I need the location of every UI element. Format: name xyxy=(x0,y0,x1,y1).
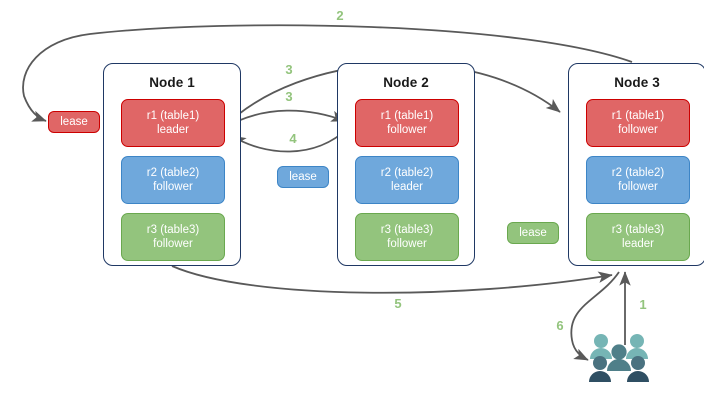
replica-label-line2: follower xyxy=(618,124,658,136)
lease-badge-r3[interactable]: lease xyxy=(507,222,559,244)
replica-label-line1: r3 (table3) xyxy=(380,224,434,236)
replica-label-line2: leader xyxy=(622,238,654,250)
replica-label-line1: r2 (table2) xyxy=(146,167,200,179)
replica-node2-r2[interactable]: r2 (table2) leader xyxy=(355,156,459,204)
step-label-3-lower: 3 xyxy=(285,89,293,104)
node-container-2: Node 2 r1 (table1) follower r2 (table2) … xyxy=(337,63,475,266)
replica-label-line1: r2 (table2) xyxy=(611,167,665,179)
replica-node1-r2[interactable]: r2 (table2) follower xyxy=(121,156,225,204)
users-group-icon xyxy=(589,334,649,382)
node-title-3: Node 3 xyxy=(614,75,660,90)
step-label-6: 6 xyxy=(556,318,564,333)
step-label-3-upper: 3 xyxy=(285,62,293,77)
step-label-4: 4 xyxy=(289,131,297,146)
replica-node2-r3[interactable]: r3 (table3) follower xyxy=(355,213,459,261)
node-title-1: Node 1 xyxy=(149,75,195,90)
lease-badge-r1[interactable]: lease xyxy=(48,111,100,133)
edge-3-node1-to-node2 xyxy=(223,109,346,129)
replica-label-line1: r3 (table3) xyxy=(611,224,665,236)
replica-label-line2: leader xyxy=(157,124,189,136)
replica-label-line2: leader xyxy=(391,181,423,193)
replica-node3-r1[interactable]: r1 (table1) follower xyxy=(586,99,690,147)
replica-node1-r3[interactable]: r3 (table3) follower xyxy=(121,213,225,261)
node-container-3: Node 3 r1 (table1) follower r2 (table2) … xyxy=(568,63,704,266)
replica-label-line1: r2 (table2) xyxy=(380,167,434,179)
replica-label-line2: follower xyxy=(153,238,193,250)
edge-5-node1-to-node3 xyxy=(171,265,613,294)
replica-label-line1: r1 (table1) xyxy=(146,110,200,122)
replica-label-line2: follower xyxy=(153,181,193,193)
replica-node3-r3[interactable]: r3 (table3) leader xyxy=(586,213,690,261)
replica-label-line1: r3 (table3) xyxy=(146,224,200,236)
replica-label-line1: r1 (table1) xyxy=(611,110,665,122)
replica-label-line1: r1 (table1) xyxy=(380,110,434,122)
step-label-2: 2 xyxy=(336,8,344,23)
replica-node3-r2[interactable]: r2 (table2) follower xyxy=(586,156,690,204)
replica-label-line2: follower xyxy=(387,124,427,136)
replica-label-line2: follower xyxy=(387,238,427,250)
node-title-2: Node 2 xyxy=(383,75,429,90)
node-container-1: Node 1 r1 (table1) leader r2 (table2) fo… xyxy=(103,63,241,266)
step-label-5: 5 xyxy=(394,296,402,311)
replica-node1-r1[interactable]: r1 (table1) leader xyxy=(121,99,225,147)
replica-label-line2: follower xyxy=(618,181,658,193)
lease-badge-r2[interactable]: lease xyxy=(277,166,329,188)
step-label-1: 1 xyxy=(639,297,647,312)
replica-node2-r1[interactable]: r1 (table1) follower xyxy=(355,99,459,147)
